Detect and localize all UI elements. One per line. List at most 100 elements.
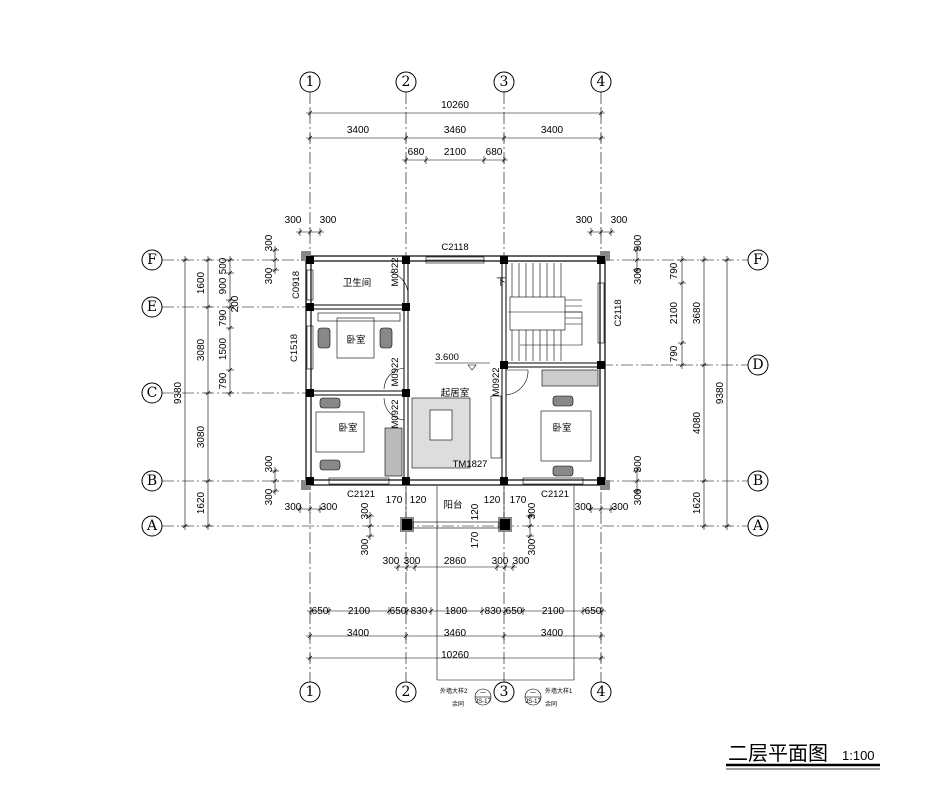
dim-text: 300 — [633, 234, 644, 251]
dim-text: 300 — [576, 215, 593, 226]
dim-text: 300 — [633, 488, 644, 505]
dim-text: 120 — [470, 503, 481, 520]
dimension-chain — [271, 467, 279, 495]
detail-sheet: JS-17 — [475, 699, 491, 705]
detail-label: 外墙大样1 — [545, 687, 573, 695]
dimension-chain — [678, 256, 686, 369]
dim-text: 300 — [264, 488, 275, 505]
dim-text: 790 — [218, 372, 229, 389]
dimension-chain — [633, 467, 641, 495]
dim-text: 2100 — [444, 147, 467, 158]
detail-note: 余同 — [452, 700, 464, 708]
dim-text: 170 — [386, 495, 403, 506]
dim-text: 300 — [611, 215, 628, 226]
axis-bubbles-right: F D B A — [747, 249, 769, 537]
dim-text: 650 — [506, 606, 523, 617]
dim-text: 170 — [470, 531, 481, 548]
door-label: M0922 — [491, 367, 502, 396]
dim-text: 10260 — [441, 100, 469, 111]
axis-label: B — [147, 473, 157, 489]
dim-text: 3400 — [347, 628, 370, 639]
dim-text: 300 — [383, 556, 400, 567]
detail-sheet: JS-17 — [525, 699, 541, 705]
dim-text: 200 — [230, 295, 241, 312]
axis-label: A — [752, 518, 764, 534]
dim-text: 300 — [527, 502, 538, 519]
dim-text: 1620 — [692, 491, 703, 514]
dim-text: 3400 — [541, 125, 564, 136]
window-label: C0918 — [291, 271, 302, 299]
dimension-chain — [204, 256, 212, 530]
axis-bubbles-top: 1 2 3 4 — [299, 71, 612, 93]
detail-callout: 一 JS-17 外墙大样1 余同 — [524, 687, 573, 708]
title-text: 二层平面图 — [728, 741, 828, 765]
detail-note: 余同 — [545, 700, 557, 708]
room-label-balcony: 阳台 — [443, 499, 462, 511]
dim-text: 680 — [408, 147, 425, 158]
dim-text: 1800 — [445, 606, 468, 617]
dim-text: 1500 — [218, 337, 229, 360]
detail-number: 一 — [530, 691, 536, 697]
dimension-texts-bottom: 300 300 300 300 170 120 120 170 120 170 … — [285, 495, 629, 661]
axis-label: 3 — [500, 74, 509, 90]
axis-label: C — [147, 385, 158, 401]
doors — [383, 268, 529, 421]
dimension-chain — [366, 512, 374, 540]
door-label: M0922 — [390, 357, 401, 386]
staircase — [508, 263, 583, 361]
axis-label: 2 — [402, 74, 411, 90]
dimension-chain — [307, 607, 606, 615]
dim-text: 300 — [264, 455, 275, 472]
dim-text: 3680 — [692, 301, 703, 324]
dim-text: 300 — [492, 556, 509, 567]
window-label: C2118 — [613, 299, 624, 326]
dim-text: 170 — [510, 495, 527, 506]
dim-text: 300 — [633, 267, 644, 284]
axis-label: E — [147, 299, 157, 315]
dimension-chain — [306, 109, 605, 117]
door-label: TM1827 — [453, 459, 488, 470]
furniture — [315, 312, 599, 477]
dimension-chain — [226, 256, 234, 397]
dim-text: 680 — [486, 147, 503, 158]
dimension-lines — [181, 109, 731, 662]
room-labels: 卫生间 卧室 卧室 起居室 卧室 阳台 3.600 — [338, 277, 571, 511]
dim-text: 2100 — [348, 606, 371, 617]
dim-text: 790 — [669, 345, 680, 362]
dim-text: 300 — [320, 215, 337, 226]
axis-label: 1 — [306, 74, 315, 90]
dimension-chain — [723, 256, 731, 530]
dim-text: 3400 — [347, 125, 370, 136]
axis-label: 1 — [306, 684, 315, 700]
axis-label: 4 — [597, 684, 606, 700]
detail-label: 外墙大样2 — [440, 687, 468, 695]
dimension-texts-left: 9380 1600 3080 3080 1620 500 900 200 790… — [173, 234, 275, 514]
drawing-title: 二层平面图 1:100 — [726, 741, 880, 770]
dim-text: 4080 — [692, 411, 703, 434]
room-label-bedroom: 卧室 — [346, 334, 365, 346]
dim-text: 300 — [404, 556, 421, 567]
dim-text: 1620 — [196, 491, 207, 514]
stair-direction: 下 — [496, 277, 506, 288]
dimension-chain — [296, 228, 324, 236]
door-label: M0822 — [390, 257, 401, 286]
window-label: C1518 — [289, 334, 300, 362]
dimension-chain — [633, 246, 641, 274]
dimension-chain — [587, 228, 615, 236]
dim-text: 300 — [264, 267, 275, 284]
title-scale: 1:100 — [842, 748, 875, 763]
dim-text: 830 — [485, 606, 502, 617]
dim-text: 120 — [484, 495, 501, 506]
dim-text: 9380 — [715, 381, 726, 404]
dim-text: 300 — [633, 455, 644, 472]
dim-text: 900 — [218, 277, 229, 294]
dimension-chain — [700, 256, 708, 530]
dim-text: 650 — [390, 606, 407, 617]
door-label: M0922 — [390, 399, 401, 428]
structural-columns — [306, 256, 605, 532]
dim-text: 650 — [312, 606, 329, 617]
dimension-chain — [296, 505, 324, 513]
dim-text: 3080 — [196, 338, 207, 361]
dimension-texts-right: 790 2100 790 3680 4080 1620 9380 300 300… — [633, 234, 726, 514]
